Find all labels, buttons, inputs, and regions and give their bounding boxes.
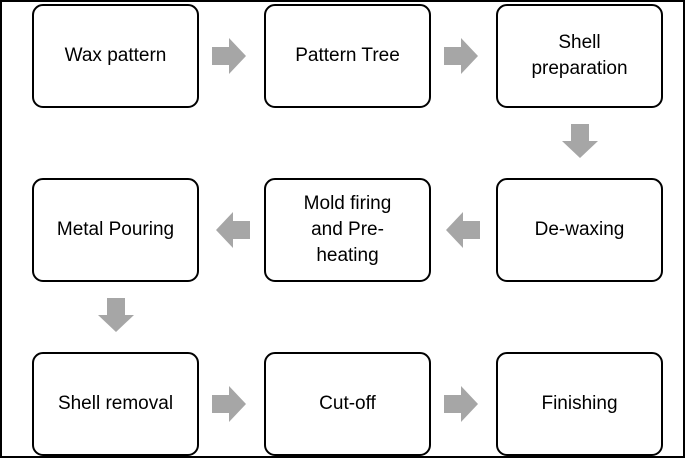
step-label: Wax pattern xyxy=(64,45,167,66)
step-label: Shell preparation xyxy=(531,32,628,79)
arrow-right-icon xyxy=(212,386,246,422)
step-label: Cut-off xyxy=(319,393,376,414)
step-finishing: Finishing xyxy=(496,352,663,456)
arrow-right-icon xyxy=(212,38,246,74)
arrow-left-icon xyxy=(216,212,250,248)
step-label: Mold firing and Pre- heating xyxy=(303,193,392,266)
step-metal-pouring: Metal Pouring xyxy=(32,178,199,282)
step-de-waxing: De-waxing xyxy=(496,178,663,282)
step-wax-pattern: Wax pattern xyxy=(32,4,199,108)
arrow-down-icon xyxy=(562,124,598,158)
arrow-down-icon xyxy=(98,298,134,332)
step-cut-off: Cut-off xyxy=(264,352,431,456)
step-mold-firing: Mold firing and Pre- heating xyxy=(264,178,431,282)
step-label: Pattern Tree xyxy=(295,45,400,66)
step-label: De-waxing xyxy=(534,219,625,240)
step-label: Finishing xyxy=(541,393,618,414)
arrow-right-icon xyxy=(444,38,478,74)
step-shell-removal: Shell removal xyxy=(32,352,199,456)
arrow-right-icon xyxy=(444,386,478,422)
arrow-left-icon xyxy=(446,212,480,248)
step-label: Metal Pouring xyxy=(56,219,175,240)
step-shell-preparation: Shell preparation xyxy=(496,4,663,108)
step-label: Shell removal xyxy=(57,393,174,414)
step-pattern-tree: Pattern Tree xyxy=(264,4,431,108)
